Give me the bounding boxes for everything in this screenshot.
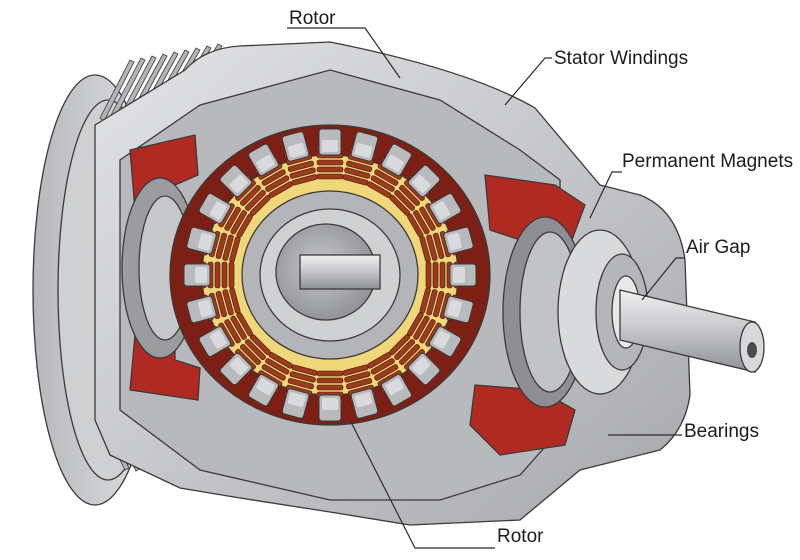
- label-rotor-bottom: Rotor: [497, 526, 544, 547]
- stator-tooth: [198, 312, 253, 357]
- stator-tooth: [389, 164, 441, 216]
- stator-tooth: [367, 352, 412, 407]
- front-bearing-cage: [502, 216, 649, 408]
- stator-tooth: [316, 370, 344, 422]
- stator-tooth: [248, 143, 293, 198]
- stator-tooth: [419, 287, 474, 324]
- output-shaft: [619, 289, 765, 373]
- stator-tooth: [219, 334, 271, 386]
- stator-tooth: [186, 287, 241, 324]
- stator-tooth: [419, 226, 474, 263]
- stator-tooth: [186, 226, 241, 263]
- stator-tooth: [407, 193, 462, 238]
- leader-lines: [287, 27, 685, 549]
- stator-tooth: [281, 364, 318, 419]
- label-permanent-magnets: Permanent Magnets: [622, 151, 793, 172]
- stator-tooth: [342, 364, 379, 419]
- label-stator-windings: Stator Windings: [554, 48, 688, 69]
- stator-tooth: [389, 334, 441, 386]
- label-air-gap: Air Gap: [686, 237, 750, 258]
- label-bearings: Bearings: [684, 421, 759, 442]
- stator-tooth: [316, 128, 344, 180]
- stator-tooth: [407, 312, 462, 357]
- stator-tooth: [425, 261, 477, 289]
- stator-tooth: [219, 164, 271, 216]
- stator-tooth: [198, 193, 253, 238]
- stator-tooth: [367, 143, 412, 198]
- stator-tooth: [248, 352, 293, 407]
- stator-tooth: [183, 261, 235, 289]
- inner-shaft: [299, 254, 381, 290]
- label-rotor-top: Rotor: [289, 8, 336, 29]
- stator-windings: [183, 128, 477, 422]
- stator-tooth: [281, 131, 318, 186]
- stator-tooth: [342, 131, 379, 186]
